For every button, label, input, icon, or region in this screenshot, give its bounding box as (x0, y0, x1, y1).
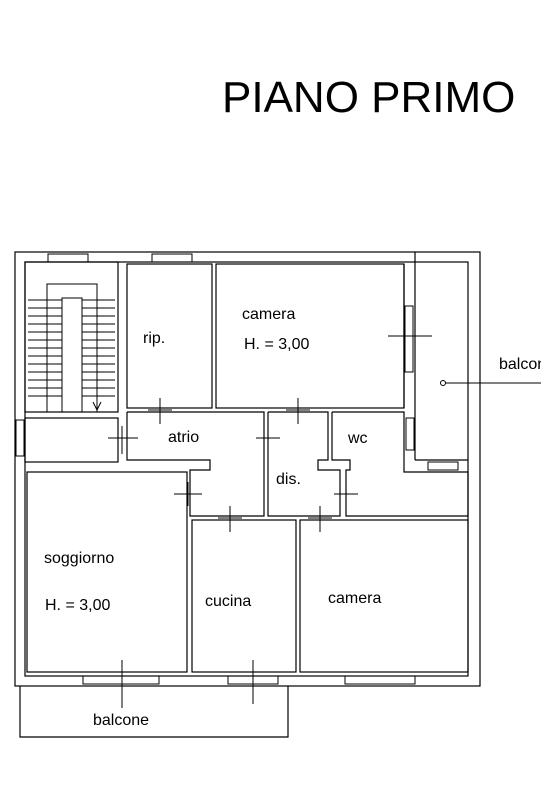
walls (14, 251, 481, 738)
balcony-label-bottom: balcone (93, 712, 149, 729)
room-label-rip: rip. (143, 330, 165, 347)
door-marks (108, 322, 541, 708)
page-title: PIANO PRIMO (222, 73, 515, 122)
room-label-camera-bottom: camera (328, 590, 381, 607)
room-label-camera-top: camera (242, 306, 295, 323)
room-label-wc: wc (347, 430, 368, 447)
balcony-label-right: balcone (499, 356, 541, 373)
room-label-soggiorno: soggiorno (44, 550, 114, 567)
room-label-dis: dis. (276, 471, 301, 488)
room-label-cucina: cucina (205, 593, 251, 610)
room-height-soggiorno: H. = 3,00 (45, 597, 110, 614)
room-label-atrio: atrio (168, 429, 199, 446)
room-height-camera-top: H. = 3,00 (244, 336, 309, 353)
stairs (28, 283, 115, 413)
